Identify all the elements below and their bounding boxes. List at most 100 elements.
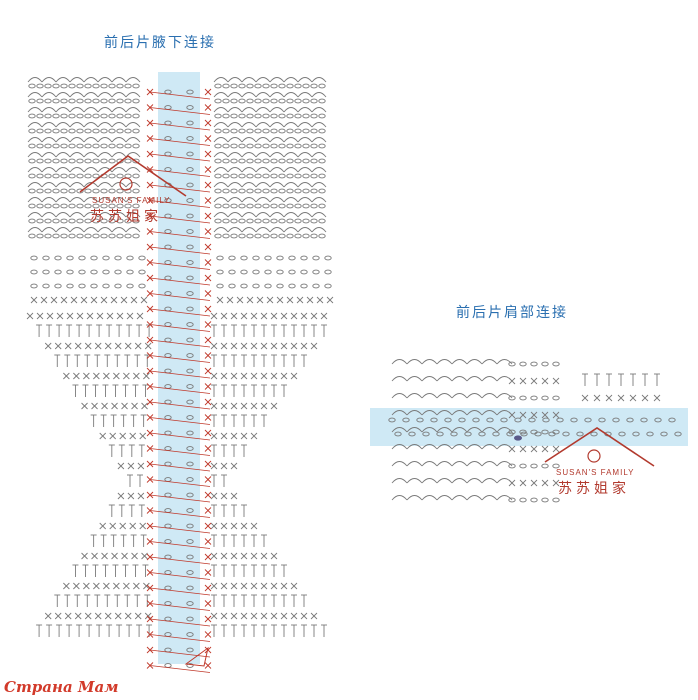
chain-loop <box>41 212 57 218</box>
single-crochet-stitch <box>86 312 94 320</box>
chain-stitch <box>262 83 270 89</box>
chain-stitch <box>28 218 36 224</box>
chain-loop <box>69 137 85 143</box>
chain-stitch <box>44 83 52 89</box>
chain-stitch <box>100 203 108 209</box>
join-strand <box>149 153 211 162</box>
single-crochet-stitch <box>210 552 218 560</box>
chain-stitch <box>186 105 194 110</box>
chain-stitch <box>214 98 222 104</box>
chain-loop <box>421 461 438 467</box>
chain-stitch <box>186 539 194 544</box>
watermark-underarm: SUSAN'S FAMILY 苏苏姐家 <box>79 155 187 225</box>
chain-loop <box>27 167 43 173</box>
chain-stitch <box>102 255 110 261</box>
chain-loop <box>227 107 243 113</box>
chain-loop <box>466 427 483 433</box>
chain-loop <box>69 167 85 173</box>
chain-stitch <box>262 98 270 104</box>
chain-stitch <box>262 203 270 209</box>
chain-stitch <box>276 255 284 261</box>
chain-loop <box>496 359 513 365</box>
chain-loop <box>125 77 141 83</box>
single-crochet-stitch <box>204 228 212 235</box>
chain-loop <box>436 461 453 467</box>
chain-loop <box>297 212 313 218</box>
single-crochet-stitch <box>240 342 248 350</box>
chain-stitch <box>28 143 36 149</box>
chain-stitch <box>30 269 38 275</box>
chain-stitch <box>116 113 124 119</box>
chain-stitch <box>626 417 634 423</box>
chain-stitch <box>44 173 52 179</box>
chain-stitch <box>92 128 100 134</box>
single-crochet-stitch <box>204 600 212 607</box>
chain-stitch <box>100 113 108 119</box>
chain-loop <box>213 122 229 128</box>
chain-stitch <box>186 508 194 513</box>
chain-loop <box>69 122 85 128</box>
chain-loop <box>97 182 113 188</box>
chain-loop <box>466 376 483 382</box>
chain-stitch <box>186 260 194 265</box>
chain-stitch <box>416 417 424 423</box>
chain-loop <box>213 137 229 143</box>
chain-stitch <box>108 128 116 134</box>
single-crochet-stitch <box>30 296 38 304</box>
chain-loop <box>311 77 327 83</box>
chain-stitch <box>286 128 294 134</box>
chain-loop <box>451 495 468 501</box>
chain-loop <box>69 77 85 83</box>
chain-stitch <box>66 283 74 289</box>
chain-loop <box>111 182 127 188</box>
chain-stitch <box>124 128 132 134</box>
chain-loop <box>481 376 498 382</box>
chain-stitch <box>230 158 238 164</box>
single-crochet-stitch <box>101 402 108 410</box>
single-crochet-stitch <box>63 582 70 590</box>
chain-stitch <box>230 143 238 149</box>
chain-stitch <box>324 283 332 289</box>
chain-stitch <box>214 173 222 179</box>
chain-stitch <box>252 255 260 261</box>
chain-loop <box>283 137 299 143</box>
chain-loop <box>283 92 299 98</box>
chain-stitch <box>84 233 92 239</box>
chain-stitch <box>186 136 194 141</box>
single-crochet-stitch <box>250 552 258 560</box>
chain-stitch <box>214 203 222 209</box>
chain-stitch <box>254 233 262 239</box>
chain-stitch <box>508 497 516 503</box>
chain-stitch <box>246 218 254 224</box>
chain-stitch <box>214 233 222 239</box>
chain-stitch <box>186 151 194 157</box>
chain-loop <box>391 495 408 501</box>
single-crochet-stitch <box>210 312 218 320</box>
chain-loop <box>421 393 438 399</box>
single-crochet-stitch <box>50 296 58 304</box>
chain-stitch <box>286 83 294 89</box>
single-crochet-stitch <box>109 432 117 440</box>
chain-stitch <box>222 158 230 164</box>
chain-stitch <box>124 203 132 209</box>
chain-stitch <box>60 203 68 209</box>
chain-loop <box>213 92 229 98</box>
chain-stitch <box>42 269 50 275</box>
chain-stitch <box>264 269 272 275</box>
single-crochet-stitch <box>70 296 78 304</box>
chain-stitch <box>44 203 52 209</box>
single-crochet-stitch <box>121 552 128 560</box>
chain-loop <box>391 461 408 467</box>
chain-stitch <box>52 113 60 119</box>
chain-loop <box>241 107 257 113</box>
chain-stitch <box>238 173 246 179</box>
chain-loop <box>406 376 423 382</box>
chain-stitch <box>238 158 246 164</box>
single-crochet-stitch <box>94 342 102 350</box>
chain-stitch <box>78 269 86 275</box>
chain-stitch <box>52 218 60 224</box>
chain-loop <box>83 92 99 98</box>
chain-stitch <box>60 83 68 89</box>
single-crochet-stitch <box>530 479 538 487</box>
chain-stitch <box>246 83 254 89</box>
